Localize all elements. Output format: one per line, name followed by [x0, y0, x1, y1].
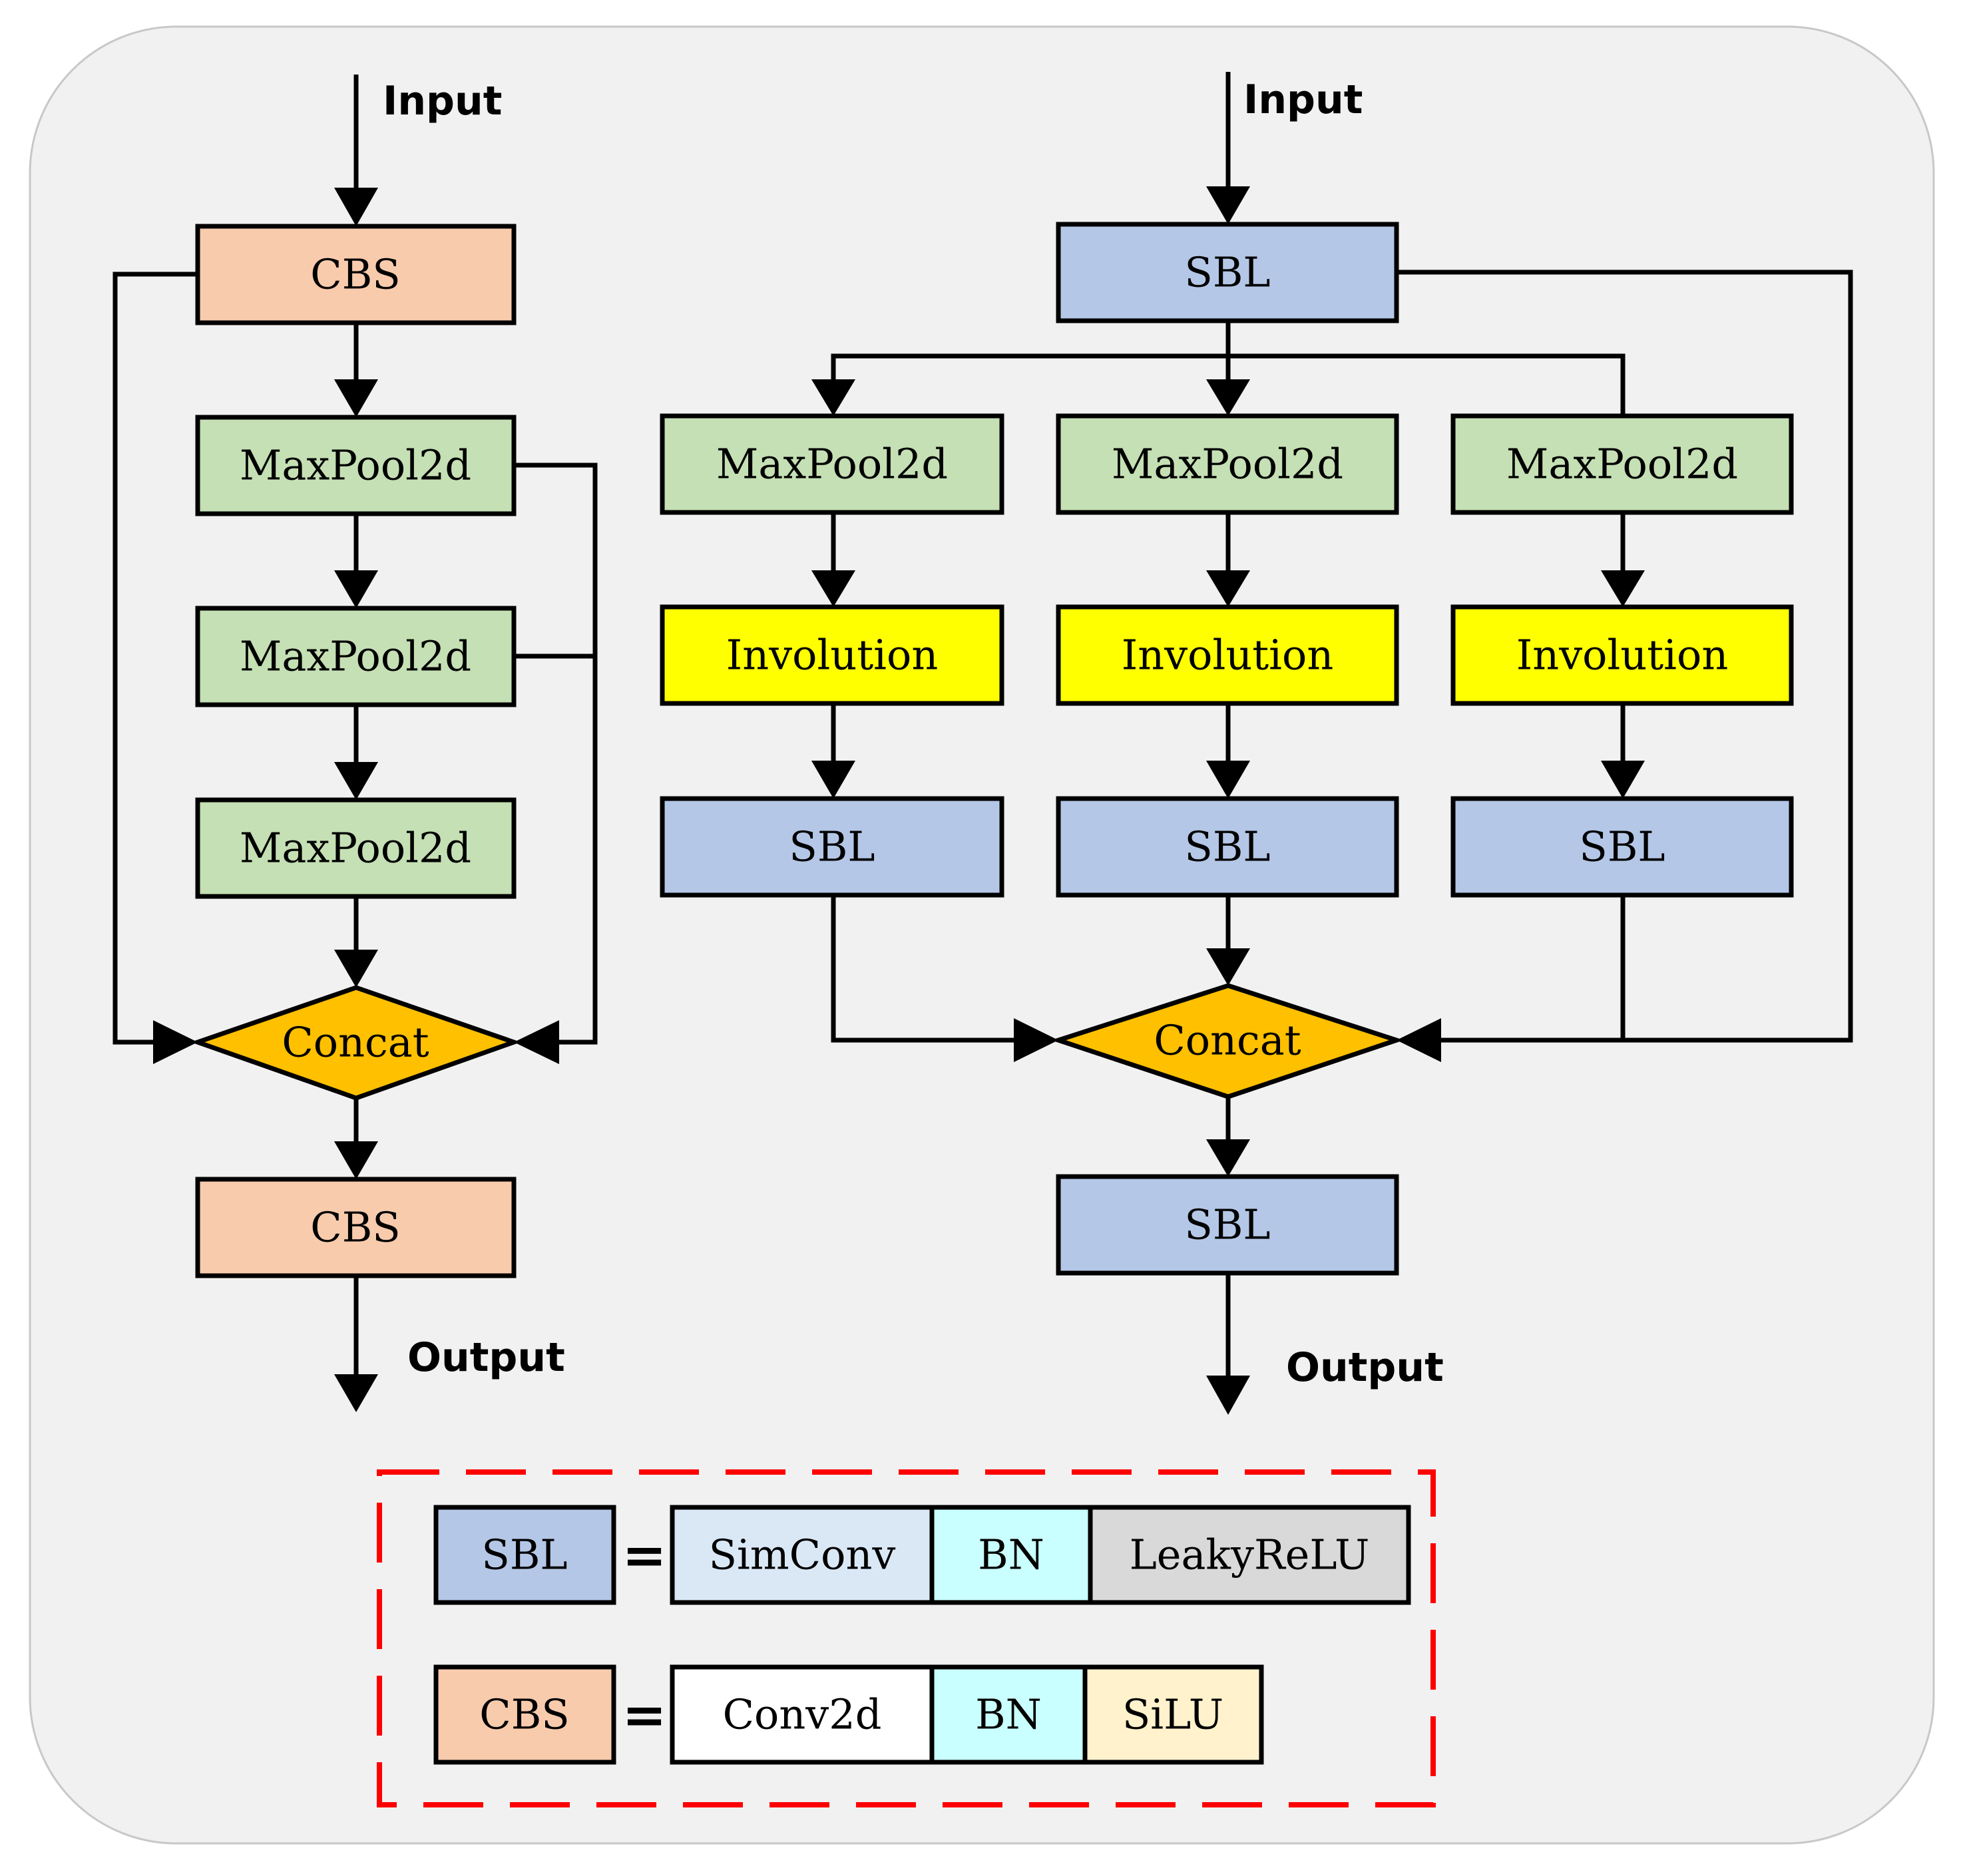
left-skip-maxpool1 — [514, 463, 598, 1045]
legend-cbs-box — [433, 1664, 616, 1765]
arrow-down — [811, 761, 855, 799]
arrow-left — [1397, 1018, 1441, 1062]
legend-cbs-equals: = — [622, 1683, 666, 1746]
arrow-down — [1206, 379, 1250, 416]
legend-dashed-border — [377, 1469, 1436, 1807]
arrow-down — [334, 379, 378, 417]
legend-conv2d-box — [670, 1664, 935, 1765]
arrow-down — [334, 570, 378, 608]
arrow-right — [1014, 1018, 1058, 1062]
right-sbl-bottom-label: SBL — [1184, 1201, 1270, 1249]
right-concat-label: Concat — [1154, 1016, 1301, 1065]
right-merge-a — [831, 895, 1018, 1043]
legend-sbl-label: SBL — [481, 1531, 567, 1579]
left-maxpool3-label: MaxPool2d — [240, 824, 471, 872]
right-involution-c-label: Involution — [1516, 631, 1729, 679]
right-output-label: Output — [1286, 1344, 1444, 1391]
right-sbl-c-label: SBL — [1579, 823, 1665, 871]
left-input-label: Input — [383, 78, 502, 124]
legend-cbs-bn-label: BN — [975, 1690, 1042, 1739]
right-involution-a-box — [660, 604, 1004, 706]
right-maxpool-a-box — [660, 413, 1004, 515]
right-input-arrow — [1206, 186, 1250, 224]
arrow-down — [334, 1141, 378, 1179]
arrow-down — [1206, 761, 1250, 799]
arrow-down — [334, 762, 378, 800]
legend-conv2d-label: Conv2d — [723, 1690, 882, 1739]
legend-cbs-bn-box — [929, 1664, 1088, 1765]
left-concat-label: Concat — [282, 1018, 429, 1067]
arrow-down — [1601, 761, 1645, 799]
left-cbs-top-label: CBS — [310, 250, 400, 299]
arrow-down — [1206, 570, 1250, 607]
right-output-arrow — [1206, 1376, 1250, 1415]
left-output-arrow — [334, 1374, 378, 1412]
left-maxpool3-box — [195, 797, 517, 899]
legend-sbl-bn-label: BN — [978, 1531, 1044, 1579]
arrow-down — [811, 570, 855, 607]
arrow-down — [1206, 948, 1250, 986]
arrow-down — [811, 379, 855, 416]
legend-silu-label: SiLU — [1122, 1690, 1223, 1739]
right-sbl-top-box — [1056, 222, 1399, 323]
right-maxpool-b-label: MaxPool2d — [1112, 440, 1343, 488]
arrow-down — [334, 950, 378, 988]
arrow-down — [1601, 570, 1645, 607]
arrow-right — [153, 1020, 198, 1064]
left-skip-cbs — [112, 272, 198, 1045]
right-maxpool-b-box — [1056, 413, 1399, 515]
legend-leakyrelu-label: LeakyReLU — [1130, 1531, 1370, 1579]
right-sbl-a-label: SBL — [789, 823, 875, 871]
legend-cbs-label: CBS — [479, 1690, 569, 1739]
arrow-left — [514, 1020, 559, 1064]
right-maxpool-a-label: MaxPool2d — [716, 440, 948, 488]
legend-sbl-bn-box — [929, 1505, 1093, 1605]
right-sbl-b-label: SBL — [1184, 823, 1270, 871]
left-cbs-bottom-box — [195, 1177, 517, 1278]
left-maxpool2-label: MaxPool2d — [240, 632, 471, 681]
left-output-label: Output — [407, 1334, 565, 1381]
legend-sbl-equals: = — [622, 1523, 666, 1586]
right-distribution-bus — [831, 353, 1626, 416]
right-skip-sbl-top — [1397, 270, 1853, 1043]
legend: SBL = SimConv BN LeakyReLU CBS = Conv2d … — [377, 1469, 1436, 1807]
right-maxpool-c-label: MaxPool2d — [1506, 440, 1738, 488]
arrow-down — [1206, 1139, 1250, 1177]
right-input-label: Input — [1243, 77, 1363, 123]
right-involution-b-box — [1056, 604, 1399, 706]
right-involution-a-label: Involution — [726, 631, 939, 679]
legend-leakyrelu-box — [1088, 1505, 1411, 1605]
left-cbs-bottom-label: CBS — [310, 1203, 400, 1252]
left-input-arrow — [334, 188, 378, 226]
legend-simconv-label: SimConv — [709, 1531, 896, 1579]
right-involution-b-label: Involution — [1122, 631, 1334, 679]
legend-silu-box — [1082, 1664, 1264, 1765]
left-maxpool1-label: MaxPool2d — [240, 441, 471, 490]
right-involution-branch: Input SBL MaxPool2d Involution SBL MaxPo… — [660, 72, 1853, 1415]
legend-sbl-box — [433, 1505, 616, 1605]
left-spp-branch: Input CBS MaxPool2d MaxPool2d MaxPool2d … — [112, 75, 598, 1412]
right-sbl-top-label: SBL — [1184, 248, 1270, 297]
right-sbl-b-box — [1056, 796, 1399, 898]
